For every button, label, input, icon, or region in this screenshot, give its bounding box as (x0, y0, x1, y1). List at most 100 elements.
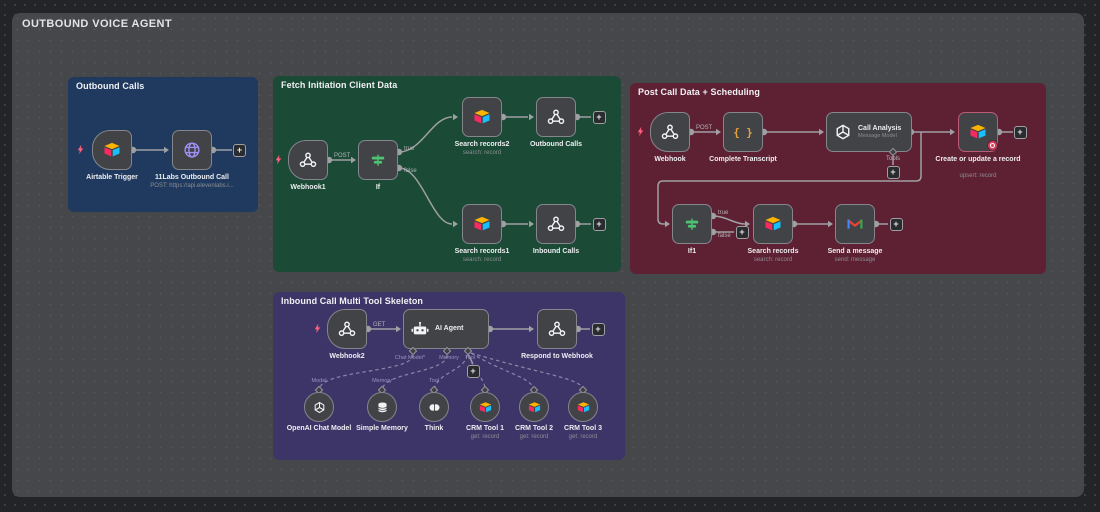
brain-icon (427, 400, 442, 415)
port-label-memory: Memory (372, 378, 392, 384)
if-filter-icon (682, 214, 702, 234)
webhook-icon (546, 107, 566, 127)
node-label: Outbound Calls (529, 141, 583, 148)
node-label: Search records1 (454, 248, 510, 255)
airtable-icon (472, 107, 492, 127)
openai-icon (312, 400, 327, 415)
page-title: OUTBOUND VOICE AGENT (22, 18, 172, 30)
add-tool-button[interactable]: + (886, 166, 900, 179)
add-tool-button[interactable]: + (466, 365, 480, 378)
node-search-records[interactable] (753, 204, 793, 244)
subnode-crm-tool-3[interactable] (568, 392, 598, 422)
node-inbound-calls[interactable] (536, 204, 576, 244)
node-label: Airtable Trigger (86, 174, 138, 181)
node-subtitle: get: record (519, 434, 549, 440)
node-label: Think (424, 425, 444, 432)
subnode-simple-memory[interactable] (367, 392, 397, 422)
node-label: Webhook1 (290, 184, 326, 191)
node-label: If1 (687, 248, 697, 255)
output-label-true: true (404, 146, 415, 152)
webhook-icon (547, 319, 567, 339)
subnode-openai-chat-model[interactable] (304, 392, 334, 422)
node-subtitle: search: record (753, 257, 793, 263)
node-webhook[interactable] (650, 112, 690, 152)
port-label-model: Model (311, 378, 327, 384)
node-outbound-calls[interactable] (536, 97, 576, 137)
node-send-a-message[interactable] (835, 204, 875, 244)
node-title: Call Analysis (858, 124, 902, 132)
airtable-icon (576, 400, 591, 415)
node-webhook2[interactable] (327, 309, 367, 349)
node-subtitle: get: record (470, 434, 500, 440)
robot-icon (410, 319, 430, 339)
braces-code-icon (733, 122, 753, 142)
node-title: AI Agent (435, 324, 464, 332)
node-search-records1[interactable] (462, 204, 502, 244)
node-label: If (375, 184, 381, 191)
node-ai-agent[interactable]: AI Agent (403, 309, 489, 349)
output-label-true: true (718, 210, 729, 216)
node-create-or-update-record[interactable] (958, 112, 998, 152)
port-label-memory: Memory (439, 355, 459, 361)
sticky-title: Post Call Data + Scheduling (638, 87, 760, 97)
globe-icon (181, 139, 203, 161)
add-node-button[interactable]: + (592, 217, 606, 231)
airtable-icon (527, 400, 542, 415)
gmail-icon (845, 214, 865, 234)
node-11labs-outbound-call[interactable] (172, 130, 212, 170)
subnode-crm-tool-2[interactable] (519, 392, 549, 422)
add-node-button[interactable]: + (735, 225, 749, 239)
node-webhook1[interactable] (288, 140, 328, 180)
node-label: Complete Transcript (709, 156, 777, 163)
node-airtable-trigger[interactable] (92, 130, 132, 170)
subnode-think[interactable] (419, 392, 449, 422)
node-if1[interactable] (672, 204, 712, 244)
airtable-icon (763, 214, 783, 234)
webhook-icon (546, 214, 566, 234)
port-label-chat-model: Chat Model* (394, 355, 426, 361)
node-if[interactable] (358, 140, 398, 180)
webhook-icon (660, 122, 680, 142)
node-label: Webhook (654, 156, 686, 163)
add-node-button[interactable]: + (1013, 125, 1027, 139)
node-subtitle: get: record (568, 434, 598, 440)
node-label: Inbound Calls (532, 248, 580, 255)
port-label-tool: Tool (428, 378, 440, 384)
connection-label-post: POST (696, 125, 713, 131)
node-subtitle: POST: https://api.elevenlabs.i... (150, 183, 234, 189)
trigger-bolt-icon (312, 322, 323, 335)
add-node-button[interactable]: + (592, 110, 606, 124)
node-complete-transcript[interactable] (723, 112, 763, 152)
sticky-title: Outbound Calls (76, 81, 145, 91)
airtable-icon (478, 400, 493, 415)
node-call-analysis[interactable]: Call Analysis Message Model (826, 112, 912, 152)
node-subtitle: search: record (462, 257, 502, 263)
output-label-false: false (718, 233, 731, 239)
if-filter-icon (368, 150, 388, 170)
node-label: OpenAI Chat Model (286, 425, 352, 432)
airtable-icon (102, 140, 122, 160)
node-label: Search records (747, 248, 799, 255)
subnode-crm-tool-1[interactable] (470, 392, 500, 422)
node-label: CRM Tool 2 (515, 425, 553, 432)
output-label-false: false (404, 168, 417, 174)
add-node-button[interactable]: + (889, 217, 903, 231)
node-search-records2[interactable] (462, 97, 502, 137)
webhook-icon (298, 150, 318, 170)
node-issue-badge (987, 140, 998, 151)
connection-label-get: GET (373, 322, 386, 328)
port-label-tool: Tool (464, 355, 476, 361)
node-label: CRM Tool 3 (564, 425, 602, 432)
node-subtitle: upsert: record (959, 173, 997, 179)
trigger-bolt-icon (75, 143, 86, 156)
node-subtitle: send: message (834, 257, 876, 263)
node-label: Simple Memory (356, 425, 408, 432)
add-node-button[interactable]: + (591, 322, 605, 336)
connection-label-post: POST (334, 153, 351, 159)
node-label: 11Labs Outbound Call (155, 174, 229, 181)
node-label: Send a message (827, 248, 883, 255)
node-respond-to-webhook[interactable] (537, 309, 577, 349)
airtable-icon (968, 122, 988, 142)
add-node-button[interactable]: + (233, 143, 246, 157)
